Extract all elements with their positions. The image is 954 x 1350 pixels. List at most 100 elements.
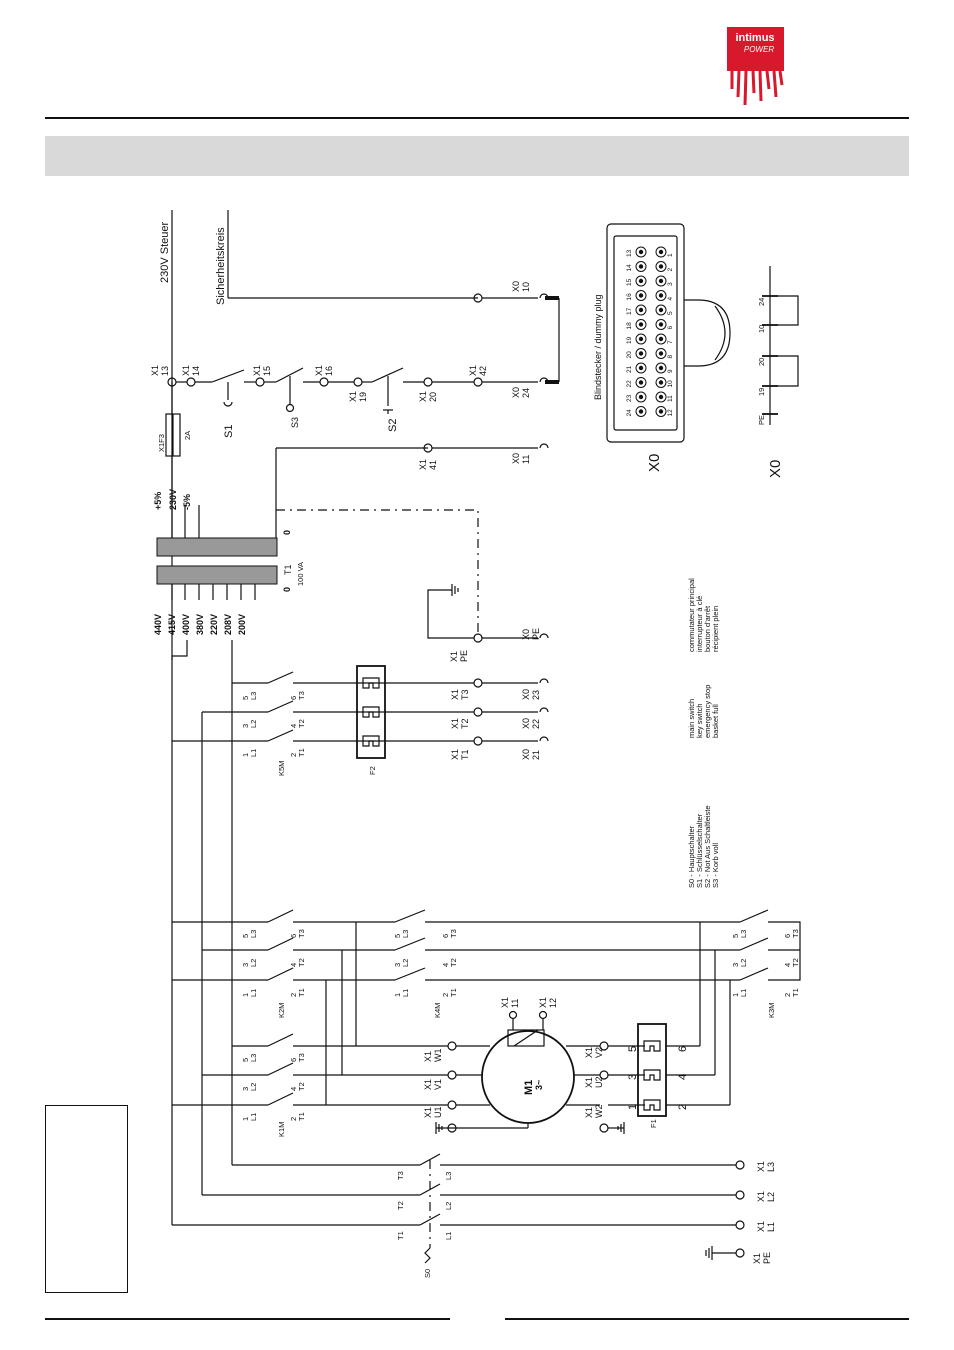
svg-text:X1: X1 — [584, 1077, 594, 1088]
svg-text:2: 2 — [677, 1104, 689, 1110]
svg-text:X1: X1 — [584, 1107, 594, 1118]
brand-logo: intimus POWER — [727, 27, 784, 106]
svg-text:U1: U1 — [433, 1106, 443, 1118]
svg-text:key switch: key switch — [695, 703, 704, 738]
svg-text:X1: X1 — [450, 689, 460, 700]
control-rail: 230V Steuer — [159, 210, 173, 1225]
plug-pin — [635, 333, 647, 345]
svg-text:+5%: +5% — [153, 492, 163, 510]
plug-pin — [655, 333, 667, 345]
svg-text:X1: X1 — [450, 718, 460, 729]
plug-pin-dot — [638, 365, 644, 371]
footer-rule-right — [505, 1318, 909, 1320]
svg-text:11: 11 — [510, 999, 520, 1008]
svg-text:5: 5 — [393, 934, 402, 938]
plug-pin — [655, 304, 667, 316]
x0-11-labels: X1 41 X0 11 — [418, 453, 531, 470]
svg-text:T1: T1 — [297, 988, 306, 997]
svg-text:K4M: K4M — [433, 1003, 442, 1018]
svg-text:42: 42 — [478, 366, 488, 376]
svg-text:0: 0 — [282, 587, 292, 592]
svg-text:X1: X1 — [150, 365, 160, 376]
svg-text:L2: L2 — [444, 1202, 453, 1210]
plug-pin-dot — [658, 365, 664, 371]
svg-text:T3: T3 — [297, 691, 306, 700]
svg-text:3: 3 — [627, 1074, 639, 1080]
svg-text:24: 24 — [521, 388, 531, 398]
svg-text:L3: L3 — [401, 930, 410, 938]
plug-pin-label: 3 — [667, 282, 674, 286]
plug-pin-dot — [638, 249, 644, 255]
svg-text:X1: X1 — [418, 391, 428, 402]
svg-text:T1: T1 — [791, 988, 800, 997]
svg-text:1: 1 — [731, 993, 740, 997]
plug-pin-dot — [658, 249, 664, 255]
plug-pin-label: 1 — [667, 253, 674, 257]
svg-text:interrupteur à clé: interrupteur à clé — [695, 596, 704, 652]
plug-pin-label: 8 — [667, 355, 674, 359]
svg-text:K5M: K5M — [277, 761, 286, 776]
svg-text:L3: L3 — [249, 1054, 258, 1062]
s3-label: S3 — [290, 417, 300, 428]
svg-text:X1: X1 — [468, 365, 478, 376]
svg-text:15: 15 — [262, 366, 272, 376]
plug-pin — [655, 319, 667, 330]
plug-pin — [635, 246, 647, 258]
svg-text:10: 10 — [757, 325, 766, 333]
svg-text:19: 19 — [358, 392, 368, 402]
svg-text:T3: T3 — [449, 929, 458, 938]
svg-text:6: 6 — [289, 934, 298, 938]
svg-text:24: 24 — [757, 298, 766, 306]
svg-text:T1: T1 — [297, 748, 306, 757]
plug-pin — [635, 290, 647, 301]
svg-text:3: 3 — [241, 1087, 250, 1091]
plug-pin-dot — [658, 336, 664, 342]
svg-text:22: 22 — [531, 719, 541, 729]
svg-text:16: 16 — [324, 366, 334, 376]
svg-text:3: 3 — [731, 963, 740, 967]
svg-text:L3: L3 — [739, 930, 748, 938]
plug-pin — [635, 362, 647, 374]
svg-text:X1: X1 — [348, 391, 358, 402]
svg-text:T1: T1 — [396, 1231, 405, 1240]
svg-text:41: 41 — [428, 460, 438, 470]
svg-text:L1: L1 — [249, 1113, 258, 1121]
plug-pin-dot — [658, 380, 664, 385]
plug-pin-label: 2 — [667, 268, 674, 272]
svg-text:X1: X1 — [252, 365, 262, 376]
svg-text:1: 1 — [627, 1104, 639, 1110]
plug-pin — [655, 391, 667, 403]
safety-rail: Sicherheitskreis — [215, 210, 478, 305]
svg-text:1: 1 — [393, 993, 402, 997]
plug-pin-label: 16 — [626, 293, 633, 301]
plug-pin — [655, 261, 667, 272]
svg-text:-5%: -5% — [182, 494, 192, 510]
svg-text:L2: L2 — [249, 720, 258, 728]
svg-text:T2: T2 — [297, 958, 306, 967]
svg-text:X1: X1 — [756, 1161, 766, 1172]
svg-text:X1: X1 — [423, 1079, 433, 1090]
svg-text:T1: T1 — [297, 1112, 306, 1121]
safety-chain — [167, 293, 560, 414]
svg-text:PE: PE — [459, 650, 469, 662]
plug-pin-label: 5 — [667, 311, 674, 315]
svg-text:S1 - Schlüsselschalter: S1 - Schlüsselschalter — [695, 813, 704, 888]
svg-text:K2M: K2M — [277, 1003, 286, 1018]
svg-text:T3: T3 — [791, 929, 800, 938]
svg-text:X1: X1 — [418, 459, 428, 470]
svg-text:4: 4 — [677, 1074, 689, 1080]
svg-text:X1: X1 — [752, 1253, 762, 1264]
safety-chain-labels: X1 13 X1 14 X1 15 X1 16 X1 19 X1 20 X1 4… — [150, 281, 531, 402]
svg-text:M1: M1 — [523, 1080, 535, 1095]
plug-pin — [635, 261, 647, 272]
control-rail-label: 230V Steuer — [159, 222, 171, 283]
svg-text:emergency stop: emergency stop — [703, 685, 712, 738]
motor-terminal-labels: X1 11 X1 12 X1 W1 X1 V1 X1 U1 X1 V2 X1 U… — [423, 997, 604, 1118]
plug-pin-label: 20 — [626, 351, 633, 359]
svg-text:L1: L1 — [249, 989, 258, 997]
svg-text:L2: L2 — [766, 1192, 776, 1202]
plug-pin-label: 10 — [667, 380, 674, 388]
svg-text:20: 20 — [428, 392, 438, 402]
svg-text:X0: X0 — [511, 453, 521, 464]
plug-pin — [655, 290, 667, 301]
